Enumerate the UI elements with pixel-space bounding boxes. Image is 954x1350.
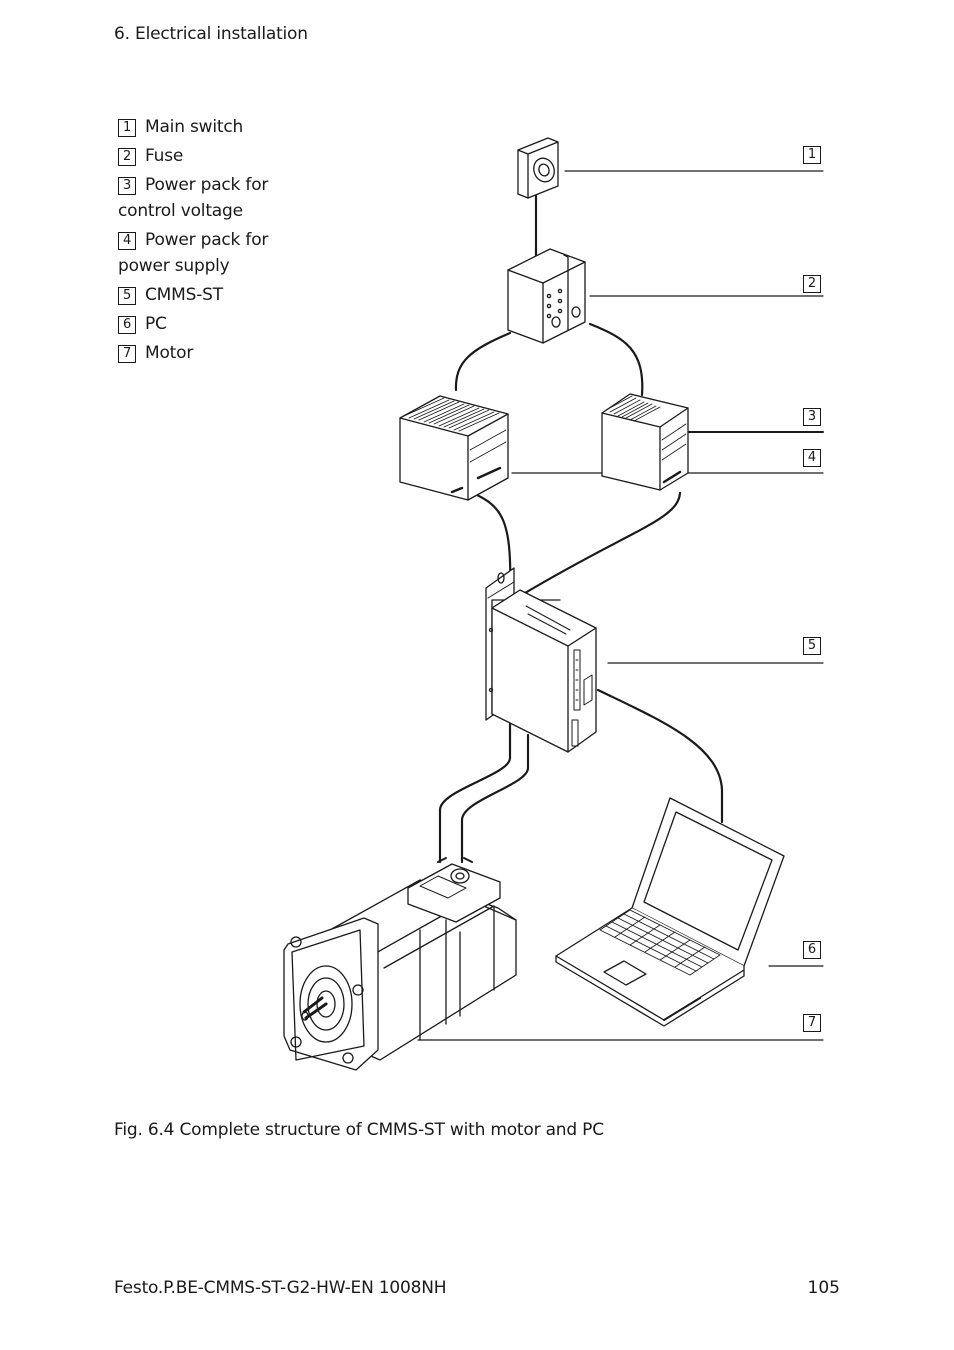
legend-number: 5 [118, 287, 136, 305]
callout-5: 5 [803, 637, 821, 655]
legend-number: 7 [118, 345, 136, 363]
callout-6: 6 [803, 941, 821, 959]
callout-1: 1 [803, 146, 821, 164]
pc-laptop-drawing [555, 797, 785, 1027]
figure-caption: Fig. 6.4 Complete structure of CMMS-ST w… [114, 1120, 604, 1140]
legend-label: Power pack for control voltage [118, 175, 269, 221]
section-header: 6. Electrical installation [114, 24, 308, 44]
callout-4: 4 [803, 449, 821, 467]
cmms-st-controller-drawing [485, 567, 597, 753]
legend-number: 2 [118, 148, 136, 166]
legend-label: PC [145, 314, 167, 334]
legend-number: 1 [118, 119, 136, 137]
leader-lines [417, 170, 824, 1041]
cable-supply-pack-to-controller [518, 491, 682, 598]
legend-label: Main switch [145, 117, 244, 137]
motor-drawing [283, 857, 517, 1071]
callout-7: 7 [803, 1014, 821, 1032]
cable-controller-to-motor-a [438, 720, 512, 864]
legend-item-fuse: 2 Fuse [118, 143, 318, 169]
legend-label: Motor [145, 343, 194, 363]
main-switch-drawing [517, 137, 559, 199]
control-power-pack-drawing [601, 393, 689, 491]
cable-fuse-to-supply-pack [588, 322, 644, 397]
legend-label: CMMS-ST [145, 285, 223, 305]
supply-power-pack-drawing [399, 395, 509, 501]
footer-document-id: Festo.P.BE-CMMS-ST-G2-HW-EN 1008NH [114, 1278, 447, 1298]
cable-fuse-to-control-pack [454, 331, 512, 392]
legend-label: Fuse [145, 146, 184, 166]
legend-item-pc: 6 PC [118, 311, 318, 337]
callout-3: 3 [803, 408, 821, 426]
footer-page-number: 105 [807, 1278, 840, 1298]
legend-item-cmms-st: 5 CMMS-ST [118, 282, 318, 308]
legend-item-motor: 7 Motor [118, 340, 318, 366]
legend-number: 6 [118, 316, 136, 334]
callout-2: 2 [803, 275, 821, 293]
legend-item-main-switch: 1 Main switch [118, 114, 318, 140]
legend-label: Power pack for power supply [118, 230, 269, 276]
legend-number: 3 [118, 177, 136, 195]
legend-number: 4 [118, 232, 136, 250]
cable-controller-to-motor-b [460, 733, 530, 864]
fuse-drawing [507, 248, 586, 344]
cable-controller-to-pc [596, 688, 724, 824]
